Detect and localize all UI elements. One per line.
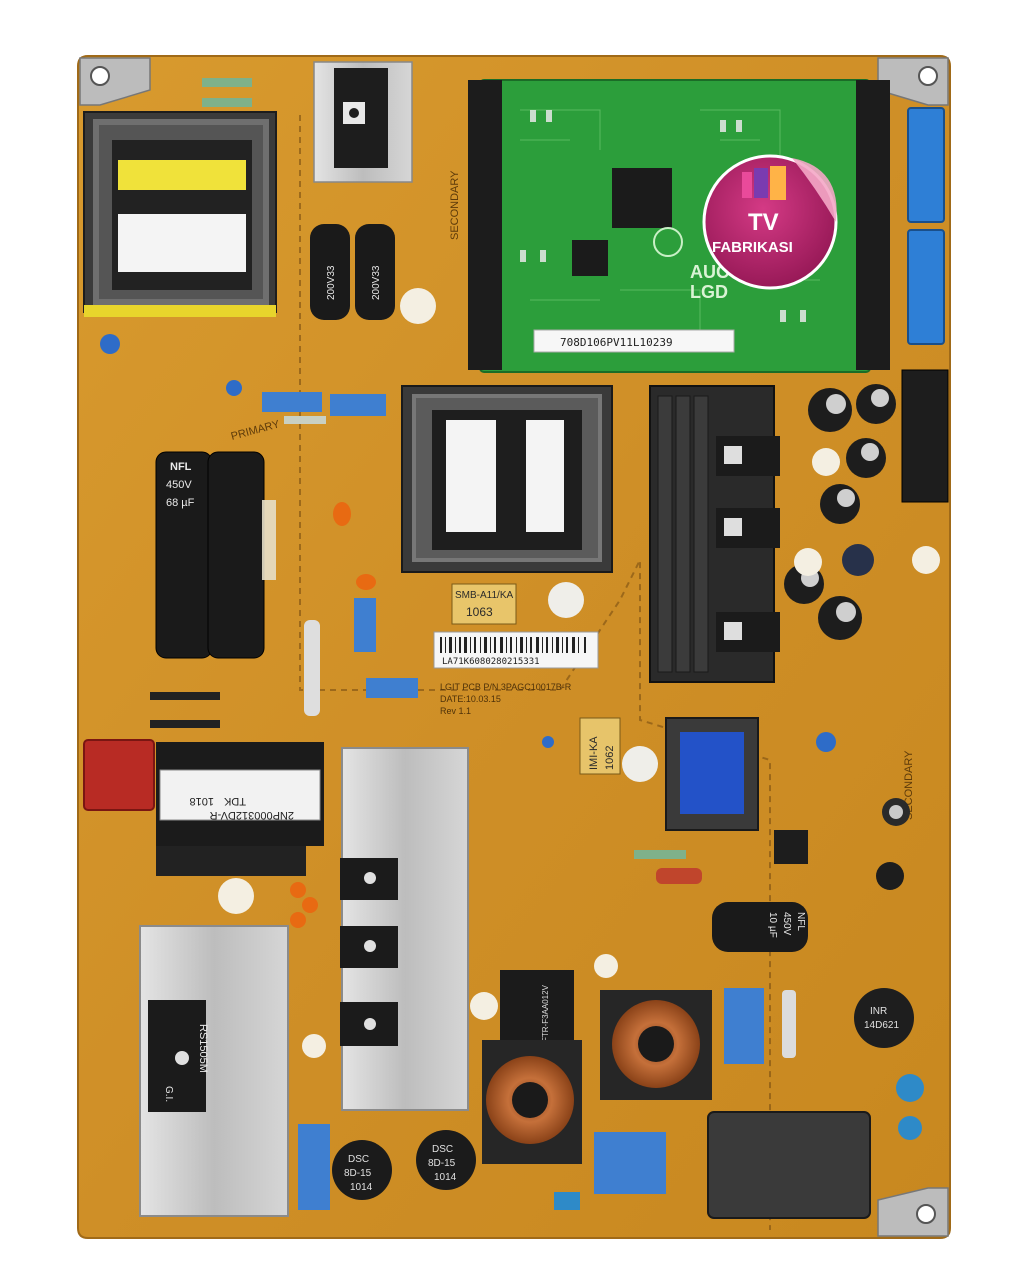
bridge-rectifier-code: RS1505M <box>197 1024 209 1073</box>
top-heatsink <box>313 61 413 183</box>
pfc-transformer-date: 1018 <box>190 795 214 807</box>
serial-barcode-label: LA71K6080280215331 <box>433 631 599 669</box>
logo-line2: FABRIKASI <box>712 239 793 256</box>
bridge-rectifier-heatsink: RS1505M G.I. <box>139 925 289 1217</box>
thermistor-b: DSC 8D-15 1014 <box>416 1130 476 1190</box>
bulk-capacitors: NFL 450V 68 µF <box>155 451 276 659</box>
x-capacitor <box>83 739 155 811</box>
secondary-label-top: SECONDARY <box>449 170 461 240</box>
aux-cap-label-capacitance: 10 µF <box>767 912 778 938</box>
mounting-bracket-top-right <box>877 57 949 106</box>
varistor-line1: INR <box>870 1006 887 1017</box>
thermistor-b-line1: DSC <box>432 1144 453 1155</box>
bridge-rectifier-maker: G.I. <box>163 1086 174 1102</box>
aux-cap-label-brand: NFL <box>795 912 806 931</box>
main-transformer <box>401 385 613 573</box>
bulk-cap-capacitance: 68 µF <box>166 497 195 509</box>
pcb-date: DATE:10.03.15 <box>440 694 501 704</box>
led-driver-daughter-board: AUO LGD 708D106PV11L10239 <box>468 79 890 373</box>
pcb-part-number: LGIT PCB P/N 3PAGC10017B-R <box>440 682 572 692</box>
mounting-bracket-top-left <box>79 57 151 106</box>
pfc-transformer-maker: TDK <box>223 795 246 807</box>
logo-line1: TV <box>748 209 779 236</box>
standby-transformer <box>83 111 277 317</box>
pcb-revision: Rev 1.1 <box>440 706 471 716</box>
output-connectors <box>901 107 949 503</box>
bulk-cap-voltage: 450V <box>166 479 192 491</box>
serial-barcode-text: LA71K6080280215331 <box>442 657 540 667</box>
film-capacitors <box>262 392 764 1210</box>
sticker-imi: IMI-KA 1062 <box>579 717 621 775</box>
daughter-board-brand-b: LGD <box>690 282 728 302</box>
mains-input-connector <box>707 1111 871 1219</box>
relay-code: FTR-F3AA012V <box>541 984 550 1042</box>
sticker-smb-line1: SMB-A11/KA <box>455 590 513 601</box>
aux-cap-label-voltage: 450V <box>781 912 792 936</box>
thermistor-a-line3: 1014 <box>350 1182 373 1193</box>
thermistor-a-line1: DSC <box>348 1154 369 1165</box>
secondary-capacitors: 200V33 200V33 <box>310 224 395 320</box>
pfc-transformer: 2NP000312DV-R TDK 1018 <box>156 742 324 876</box>
common-mode-choke-right <box>600 990 712 1100</box>
secondary-cap-label-a: 200V33 <box>326 265 337 300</box>
thermistor-a: DSC 8D-15 1014 <box>332 1140 392 1200</box>
pfc-transformer-code: 2NP000312DV-R <box>210 809 294 821</box>
blue-inductor <box>665 717 759 831</box>
bulk-cap-brand: NFL <box>170 461 192 473</box>
thermistor-a-line2: 8D-15 <box>344 1168 372 1179</box>
thermistor-b-line2: 8D-15 <box>428 1158 456 1169</box>
small-components <box>100 78 940 1210</box>
sticker-imi-line1: IMI-KA <box>588 736 600 770</box>
mounting-bracket-bottom-right <box>877 1187 949 1237</box>
varistor: INR 14D621 <box>854 988 914 1048</box>
daughter-board-code: 708D106PV11L10239 <box>560 336 673 349</box>
secondary-rectifier-heatsink <box>649 385 780 683</box>
common-mode-choke-left <box>482 1040 582 1164</box>
sticker-smb: SMB-A11/KA 1063 <box>451 583 517 625</box>
varistor-line2: 14D621 <box>864 1020 899 1031</box>
thermistor-b-line3: 1014 <box>434 1172 457 1183</box>
relay: FTR-F3AA012V <box>500 970 574 1048</box>
sticker-smb-line2: 1063 <box>466 605 493 619</box>
tv-fabrikasi-logo: TV FABRIKASI <box>702 154 838 290</box>
secondary-cap-label-b: 200V33 <box>371 265 382 300</box>
pfc-heatsink <box>340 747 469 1111</box>
aux-capacitor: NFL 450V 10 µF <box>712 902 808 952</box>
sticker-imi-line2: 1062 <box>604 746 616 770</box>
